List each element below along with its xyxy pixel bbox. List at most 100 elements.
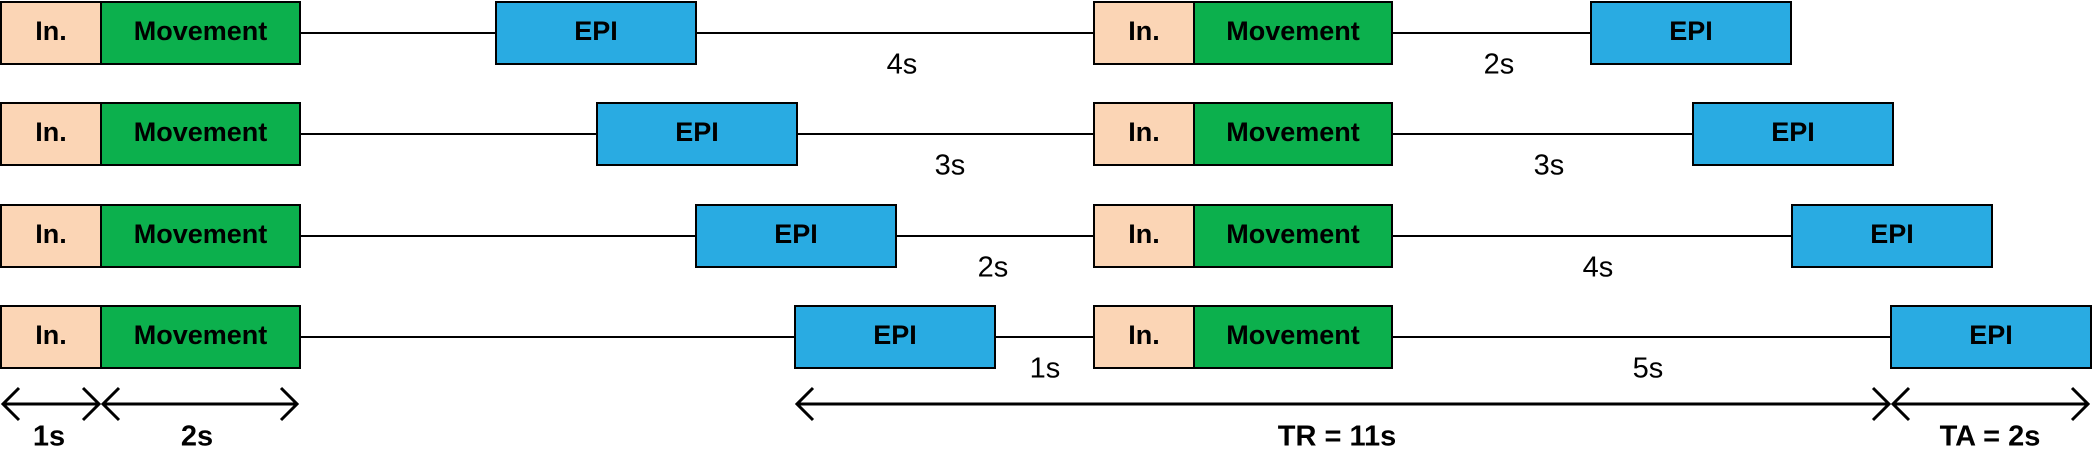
gap-label-after-second-trial: 5s [1633,353,1664,385]
instruction-block: In. [0,305,102,369]
movement-block-label: Movement [1226,117,1360,147]
instruction-block: In. [0,204,102,268]
epi-block-rect [695,204,897,268]
instruction-block-rect [1093,204,1195,268]
epi-block: EPI [495,1,697,65]
movement-block-rect [100,102,301,166]
instruction-block: In. [1093,102,1195,166]
epi-block: EPI [1890,305,2092,369]
movement-block-rect [1193,102,1393,166]
movement-duration-label: 2s [181,421,213,450]
epi-block: EPI [596,102,798,166]
movement-block-rect [1193,204,1393,268]
instruction-block-label: In. [1128,320,1160,350]
epi-block: EPI [1791,204,1993,268]
instruction-block-label: In. [1128,16,1160,46]
instruction-block-rect [1093,305,1195,369]
instruction-block: In. [1093,305,1195,369]
epi-block-label: EPI [1771,117,1815,147]
epi-block: EPI [794,305,996,369]
epi-block-label: EPI [574,16,618,46]
gap-label-after-second-trial: 4s [1583,252,1614,284]
epi-block-label: EPI [1669,16,1713,46]
gap-label-after-second-trial: 3s [1534,150,1565,182]
ta-label: TA = 2s [1940,421,2041,450]
epi-block-rect [596,102,798,166]
epi-block: EPI [1692,102,1894,166]
movement-block: Movement [1193,102,1393,166]
movement-block-rect [100,1,301,65]
movement-duration-arrow-head-left [100,386,121,422]
movement-block: Movement [1193,204,1393,268]
epi-block-rect [1590,1,1792,65]
movement-block: Movement [1193,1,1393,65]
instruction-block: In. [0,1,102,65]
epi-block-label: EPI [1870,219,1914,249]
trial-row-1: In. Movement EPI In. Movement EPI 4s 2s [0,1,1792,81]
epi-block-rect [794,305,996,369]
gap-label-before-second-trial: 1s [1030,353,1061,385]
instruction-duration-label: 1s [33,421,65,450]
epi-block: EPI [695,204,897,268]
movement-block: Movement [100,102,301,166]
movement-block-label: Movement [1226,320,1360,350]
movement-block-rect [100,204,301,268]
instruction-duration-arrow-head-left [0,386,21,422]
instruction-block-rect [0,102,102,166]
ta-arrow-head-left [1890,386,1911,422]
duration-annotations: 1s 2s TR = 11s TA = 2s [0,386,2091,450]
instruction-block: In. [1093,204,1195,268]
movement-block-label: Movement [134,320,268,350]
movement-block: Movement [100,305,301,369]
instruction-block-label: In. [35,117,67,147]
movement-block-rect [100,305,301,369]
gap-label-after-second-trial: 2s [1484,49,1515,81]
instruction-block-rect [1093,1,1195,65]
movement-block-label: Movement [134,117,268,147]
instruction-block-label: In. [35,16,67,46]
epi-block-label: EPI [873,320,917,350]
movement-block-label: Movement [1226,219,1360,249]
movement-block-label: Movement [1226,16,1360,46]
instruction-block: In. [0,102,102,166]
epi-block-label: EPI [774,219,818,249]
tr-label: TR = 11s [1278,421,1397,450]
gap-label-before-second-trial: 3s [935,150,966,182]
instruction-block-rect [1093,102,1195,166]
epi-block-label: EPI [675,117,719,147]
epi-block-rect [1890,305,2092,369]
movement-block-rect [1193,1,1393,65]
gap-label-before-second-trial: 4s [887,49,918,81]
instruction-block-label: In. [35,320,67,350]
movement-block: Movement [100,204,301,268]
instruction-block-rect [0,1,102,65]
tr-arrow [794,386,1892,422]
tr-arrow-head-left [794,386,815,422]
epi-block-rect [1791,204,1993,268]
epi-block: EPI [1590,1,1792,65]
movement-block-label: Movement [134,16,268,46]
trial-row-2: In. Movement EPI In. Movement EPI 3s 3s [0,102,1894,182]
epi-block-rect [1692,102,1894,166]
trial-row-4: In. Movement EPI In. Movement EPI 1s 5s [0,305,2092,385]
movement-block: Movement [100,1,301,65]
instruction-block-label: In. [1128,219,1160,249]
trial-row-3: In. Movement EPI In. Movement EPI 2s 4s [0,204,1993,284]
ta-arrow [1890,386,2091,422]
instruction-block-label: In. [35,219,67,249]
movement-duration-arrow [100,386,300,422]
instruction-block-rect [0,204,102,268]
tr-arrow-head-right [1871,386,1892,422]
epi-block-label: EPI [1969,320,2013,350]
movement-block: Movement [1193,305,1393,369]
movement-duration-arrow-head-right [279,386,300,422]
instruction-block: In. [1093,1,1195,65]
instruction-duration-arrow [0,386,102,422]
gap-label-before-second-trial: 2s [978,252,1009,284]
epi-block-rect [495,1,697,65]
movement-block-label: Movement [134,219,268,249]
instruction-block-label: In. [1128,117,1160,147]
instruction-duration-arrow-head-right [81,386,102,422]
